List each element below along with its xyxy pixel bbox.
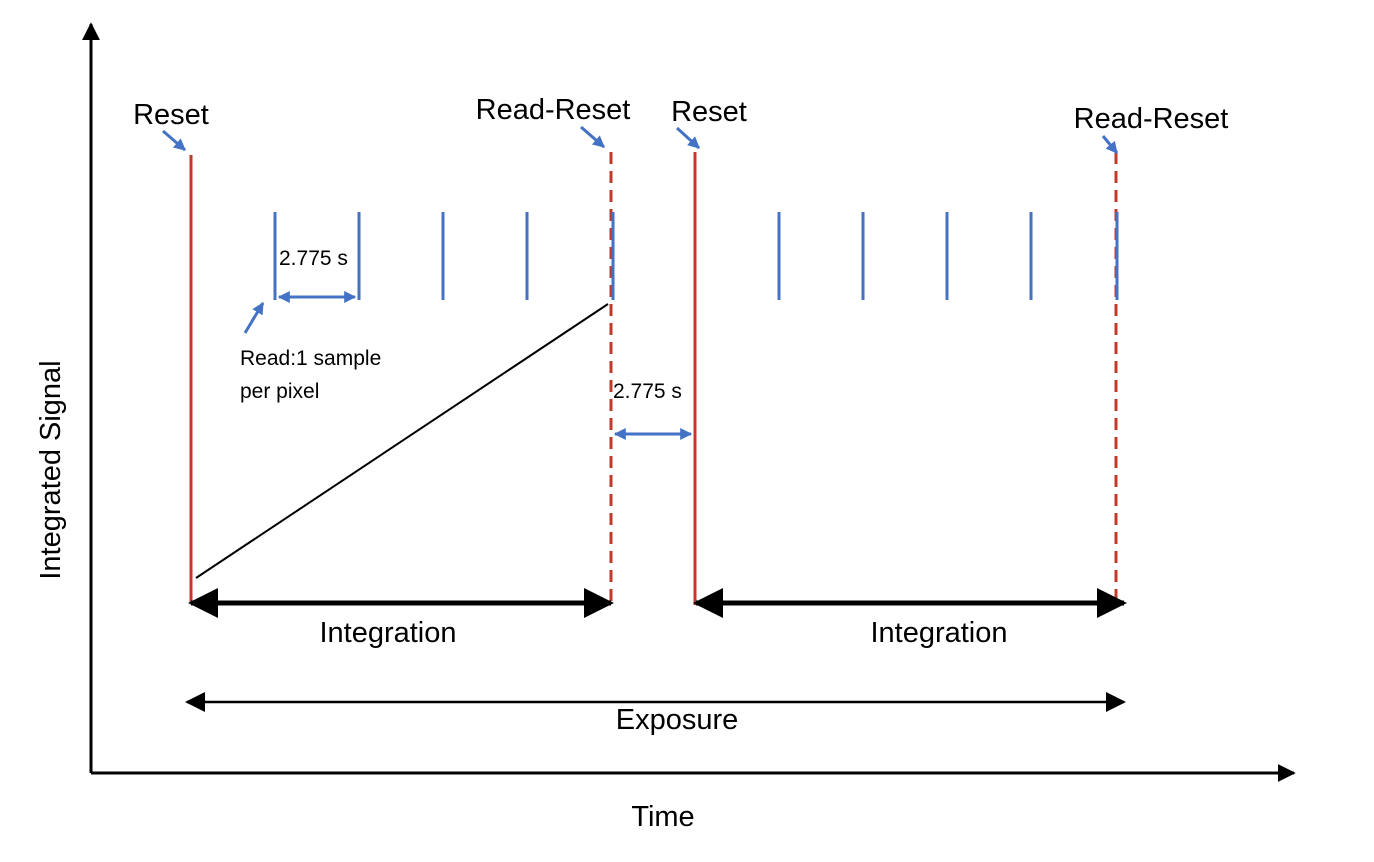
read-interval-label: 2.775 s bbox=[279, 247, 348, 270]
exposure-label: Exposure bbox=[616, 704, 739, 736]
reset-label-2: Reset bbox=[671, 96, 747, 128]
read-ticks-2 bbox=[777, 212, 1119, 300]
reset-label-1: Reset bbox=[133, 99, 209, 131]
integration-label-1: Integration bbox=[319, 617, 456, 649]
read-note-pointer bbox=[243, 301, 265, 334]
read-reset-label-2: Read-Reset bbox=[1074, 103, 1229, 135]
x-axis-label: Time bbox=[631, 801, 694, 833]
y-axis-label: Integrated Signal bbox=[35, 360, 67, 579]
reset-pointer-1 bbox=[162, 129, 186, 152]
reset-pointer-2 bbox=[675, 126, 701, 150]
read-ticks-1 bbox=[273, 212, 615, 300]
read-note-label-line2: per pixel bbox=[240, 380, 319, 403]
gap-interval-label: 2.775 s bbox=[613, 380, 682, 403]
integration-label-2: Integration bbox=[870, 617, 1007, 649]
read-reset-label-1: Read-Reset bbox=[476, 94, 631, 126]
read-reset-pointer-2 bbox=[1101, 135, 1119, 154]
signal-ramp bbox=[195, 303, 609, 579]
read-reset-pointer-1 bbox=[580, 125, 605, 149]
read-note-label-line1: Read:1 sample bbox=[240, 347, 381, 370]
